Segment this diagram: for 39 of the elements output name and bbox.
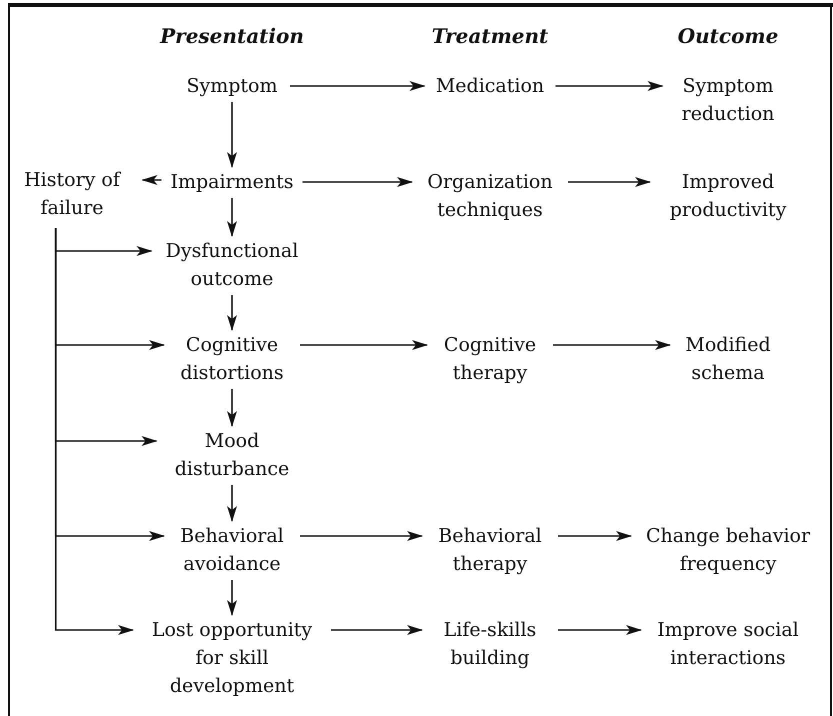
arrow — [568, 177, 651, 187]
arrow — [553, 340, 671, 350]
node-text: Behavioral avoidance — [172, 522, 292, 578]
arrow — [556, 81, 664, 91]
node-text: Cognitive therapy — [435, 331, 545, 387]
arrow — [227, 295, 237, 331]
arrow — [331, 625, 423, 635]
node-text: Symptom reduction — [670, 72, 786, 128]
node-text: Behavioral therapy — [430, 522, 550, 578]
arrow — [558, 531, 632, 541]
arrow — [302, 177, 413, 187]
column-heading: Treatment — [430, 23, 550, 50]
node-text: Change behavior frequency — [639, 522, 817, 578]
arrow — [227, 102, 237, 168]
node-text: Symptom — [182, 72, 282, 100]
node-text: Impairments — [170, 168, 294, 196]
arrow — [227, 389, 237, 427]
node-text: Improve social interactions — [649, 616, 807, 672]
arrow — [558, 625, 642, 635]
arrow — [142, 175, 162, 185]
column-heading: Presentation — [158, 23, 305, 50]
arrow — [227, 580, 237, 616]
node-text: Dysfunctional outcome — [160, 237, 304, 293]
node-text: Organization techniques — [420, 168, 560, 224]
arrow — [227, 198, 237, 237]
node-text: Lost opportunity for skill development — [141, 616, 323, 700]
arrow — [290, 81, 426, 91]
node-text: Improved productivity — [658, 168, 798, 224]
node-text: History of failure — [10, 166, 134, 222]
arrow — [54, 228, 134, 635]
node-text: Life-skills building — [430, 616, 550, 672]
arrow — [300, 340, 428, 350]
arrow — [300, 531, 423, 541]
node-text: Medication — [432, 72, 548, 100]
node-text: Modified schema — [678, 331, 778, 387]
arrow — [227, 485, 237, 522]
node-text: Mood disturbance — [164, 427, 300, 483]
column-heading: Outcome — [676, 23, 780, 50]
node-text: Cognitive distortions — [172, 331, 292, 387]
